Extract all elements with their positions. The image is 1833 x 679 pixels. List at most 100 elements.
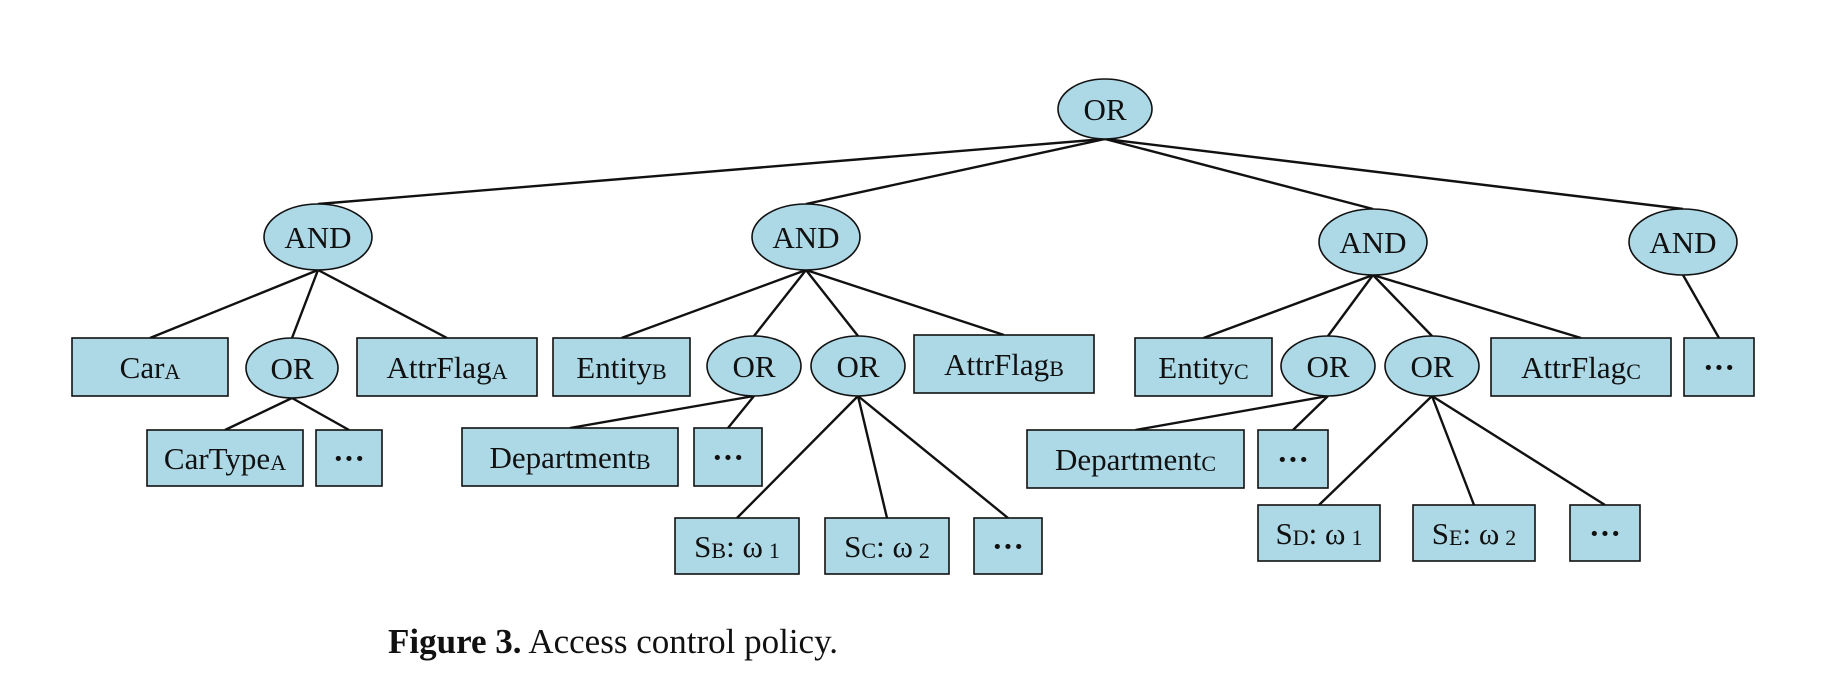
node-label: AttrFlagA bbox=[387, 350, 508, 385]
edge-orA-to-dotsA bbox=[291, 396, 350, 432]
caption-label: Figure 3. bbox=[388, 622, 522, 661]
edge-and2-to-orB1 bbox=[753, 269, 807, 337]
node-box bbox=[1026, 429, 1245, 489]
node-and1: AND bbox=[263, 203, 373, 271]
node-dotsC2: ··· bbox=[1569, 504, 1641, 562]
edge-and2-to-attrB bbox=[805, 268, 1005, 337]
edge-root-to-and3 bbox=[1104, 137, 1374, 211]
node-ellipse bbox=[1280, 335, 1376, 397]
edge-root-to-and2 bbox=[805, 137, 1106, 206]
edge-orC1-to-dotsC1 bbox=[1292, 395, 1329, 431]
node-deptC: DepartmentC bbox=[1026, 429, 1245, 489]
edge-orC2-to-sE bbox=[1430, 395, 1476, 506]
node-box bbox=[1490, 337, 1672, 397]
node-dotsB1: ··· bbox=[693, 427, 763, 487]
node-attrB: AttrFlagB bbox=[913, 334, 1095, 394]
node-label: DepartmentC bbox=[1055, 442, 1216, 477]
tree-edges bbox=[149, 137, 1721, 519]
figure-caption: Figure 3. Access control policy. bbox=[388, 622, 838, 662]
node-orB2: OR bbox=[810, 335, 906, 397]
node-box bbox=[693, 427, 763, 487]
node-ellipse bbox=[751, 203, 861, 271]
edge-orC1-to-deptC bbox=[1135, 394, 1329, 432]
node-label: OR bbox=[270, 351, 313, 386]
node-dotsA: ··· bbox=[315, 429, 383, 487]
node-box bbox=[674, 517, 800, 575]
edge-and3-to-orC2 bbox=[1372, 274, 1433, 337]
node-label: CarA bbox=[120, 350, 181, 385]
node-box bbox=[146, 429, 304, 487]
node-label: CarTypeA bbox=[164, 441, 286, 476]
edge-and2-to-entityB bbox=[621, 268, 807, 340]
node-box bbox=[1569, 504, 1641, 562]
node-entityB: EntityB bbox=[552, 337, 691, 397]
node-attrC: AttrFlagC bbox=[1490, 337, 1672, 397]
edge-orC2-to-sD bbox=[1318, 395, 1433, 506]
node-label: ··· bbox=[1277, 441, 1309, 477]
node-label: EntityC bbox=[1158, 350, 1248, 385]
node-ellipse bbox=[263, 203, 373, 271]
node-box bbox=[913, 334, 1095, 394]
node-label: ··· bbox=[712, 439, 744, 475]
node-label: AttrFlagB bbox=[944, 347, 1064, 382]
node-label: AttrFlagC bbox=[1521, 350, 1641, 385]
node-label: OR bbox=[836, 349, 879, 384]
node-box bbox=[1257, 429, 1329, 489]
edge-and1-to-carA bbox=[149, 268, 319, 340]
node-box bbox=[1134, 337, 1273, 397]
node-attrA: AttrFlagA bbox=[356, 337, 538, 397]
edge-root-to-and4 bbox=[1104, 137, 1684, 211]
edge-and1-to-orA bbox=[290, 269, 320, 339]
node-label: ··· bbox=[333, 440, 365, 476]
edge-root-to-and1 bbox=[317, 137, 1106, 206]
node-box bbox=[1683, 337, 1755, 397]
edge-and3-to-entityC bbox=[1203, 273, 1374, 340]
node-and2: AND bbox=[751, 203, 861, 271]
node-box bbox=[356, 337, 538, 397]
node-box bbox=[973, 517, 1043, 575]
node-root: OR bbox=[1057, 78, 1153, 140]
edge-and4-to-dotsD bbox=[1681, 274, 1721, 339]
edge-orA-to-cartypeA bbox=[224, 396, 293, 432]
node-box bbox=[1412, 504, 1536, 562]
node-label: AND bbox=[1339, 225, 1406, 260]
node-label: EntityB bbox=[576, 350, 666, 385]
node-box bbox=[71, 337, 229, 397]
node-ellipse bbox=[1384, 335, 1480, 397]
node-label: AND bbox=[772, 220, 839, 255]
node-entityC: EntityC bbox=[1134, 337, 1273, 397]
node-ellipse bbox=[1318, 208, 1428, 276]
node-orC1: OR bbox=[1280, 335, 1376, 397]
node-cartypeA: CarTypeA bbox=[146, 429, 304, 487]
edge-and2-to-orB2 bbox=[805, 269, 859, 337]
node-dotsD: ··· bbox=[1683, 337, 1755, 397]
node-box bbox=[552, 337, 691, 397]
node-ellipse bbox=[810, 335, 906, 397]
node-ellipse bbox=[706, 335, 802, 397]
caption-text: Access control policy. bbox=[521, 622, 839, 661]
node-label: DepartmentB bbox=[489, 440, 650, 475]
node-label: OR bbox=[1306, 349, 1349, 384]
node-label: OR bbox=[1083, 92, 1126, 127]
node-label: OR bbox=[732, 349, 775, 384]
node-label: AND bbox=[284, 220, 351, 255]
node-label: OR bbox=[1410, 349, 1453, 384]
node-and3: AND bbox=[1318, 208, 1428, 276]
node-box bbox=[461, 427, 679, 487]
node-box bbox=[1257, 504, 1381, 562]
edge-and3-to-orC1 bbox=[1327, 274, 1374, 337]
edge-and3-to-attrC bbox=[1372, 273, 1582, 340]
edge-orB1-to-dotsB1 bbox=[727, 395, 755, 429]
node-label: ··· bbox=[1703, 349, 1735, 385]
edge-orB2-to-dotsB2 bbox=[857, 395, 1009, 519]
node-box bbox=[315, 429, 383, 487]
